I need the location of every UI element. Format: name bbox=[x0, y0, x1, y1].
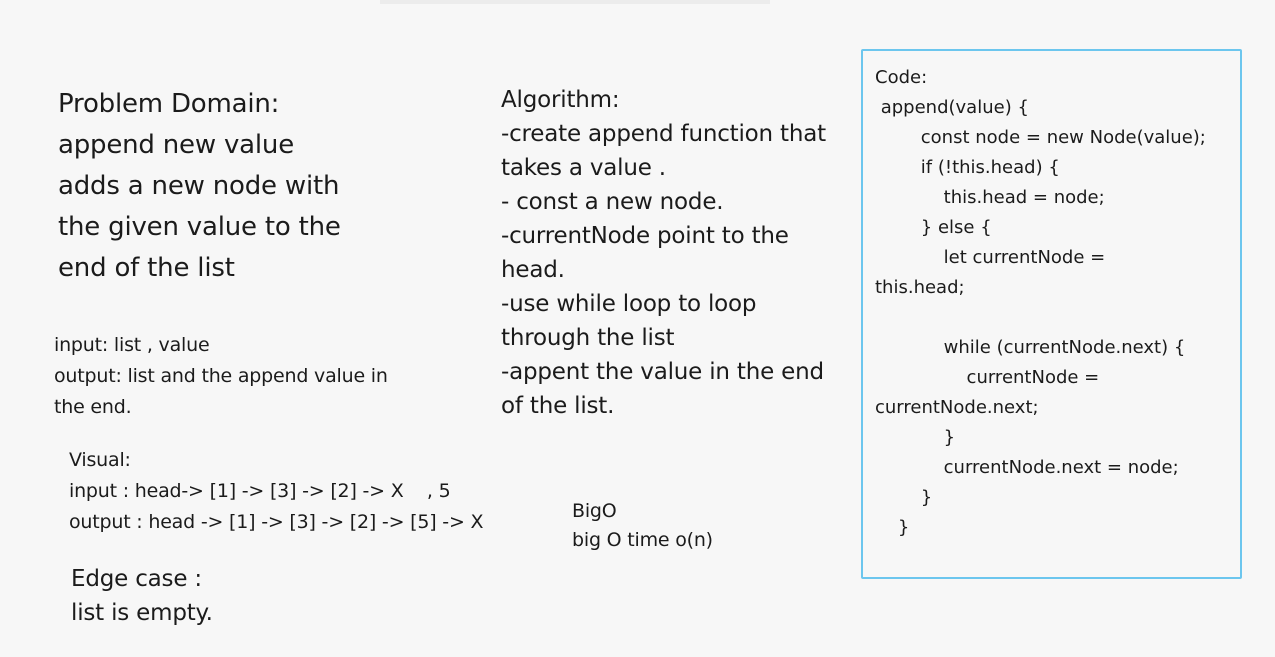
edge-case-text: Edge case : list is empty. bbox=[71, 566, 213, 626]
big-o-text: BigO big O time o(n) bbox=[572, 500, 713, 551]
top-divider bbox=[380, 0, 770, 4]
input-output-text: input: list , value output: list and the… bbox=[54, 334, 388, 418]
algorithm-text: Algorithm: -create append function that … bbox=[501, 87, 826, 419]
code-text: Code: append(value) { const node = new N… bbox=[875, 67, 1206, 538]
code-box: Code: append(value) { const node = new N… bbox=[861, 49, 1242, 579]
visual-text: Visual: input : head-> [1] -> [3] -> [2]… bbox=[69, 449, 484, 533]
problem-domain-text: Problem Domain: append new value adds a … bbox=[58, 89, 341, 283]
